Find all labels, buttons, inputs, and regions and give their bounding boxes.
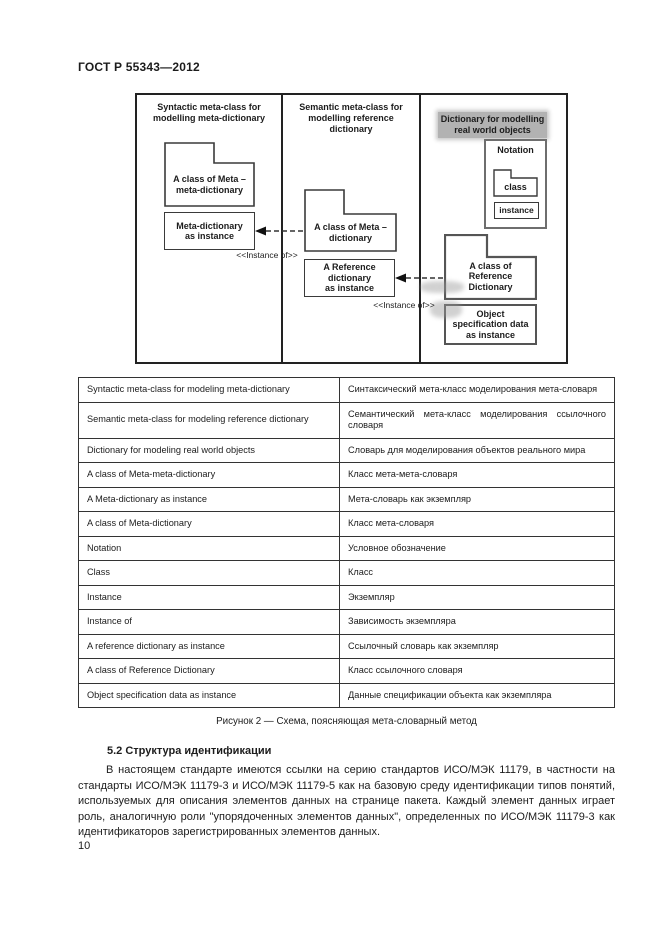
class-symbol-shape	[493, 169, 538, 197]
scan-artifact	[430, 301, 462, 318]
term-en-cell: Semantic meta-class for modeling referen…	[77, 401, 341, 439]
term-en-cell: A class of Meta-dictionary	[77, 511, 341, 537]
shaded-header-text: Dictionary for modelling real world obje…	[437, 112, 548, 138]
term-ru-cell: Класс мета-мета-словаря	[339, 462, 615, 488]
term-en-cell: Instance of	[77, 609, 341, 635]
doc-title: ГОСТ Р 55343—2012	[78, 60, 200, 74]
body-paragraph: В настоящем стандарте имеются ссылки на …	[78, 764, 615, 838]
class-symbol-shape	[304, 189, 397, 252]
terms-translation-table: Syntactic meta-class for modeling meta-d…	[77, 377, 615, 708]
figure-caption: Рисунок 2 — Схема, поясняющая мета-слова…	[216, 716, 477, 727]
meta-meta-class-node: A class of Meta – meta-dictionary	[164, 142, 255, 207]
term-ru-cell: Класс	[339, 560, 615, 586]
term-ru-cell: Семантический мета-класс моделирования с…	[339, 401, 615, 439]
instance-of-label: <<Instance of>>	[373, 300, 435, 310]
table-row: Syntactic meta-class for modeling meta-d…	[77, 377, 615, 403]
term-en-cell: A class of Reference Dictionary	[77, 658, 341, 684]
term-en-cell: Instance	[77, 584, 341, 610]
term-en-cell: A reference dictionary as instance	[77, 633, 341, 659]
syntactic-column-header: Syntactic meta-class for modelling meta-…	[152, 102, 266, 123]
term-en-cell: Dictionary for modeling real world objec…	[77, 437, 341, 463]
figure-diagram: Syntactic meta-class for modelling meta-…	[135, 93, 568, 364]
term-ru-cell: Ссылочный словарь как экземпляр	[339, 633, 615, 659]
term-ru-cell: Класс ссылочного словаря	[339, 658, 615, 684]
term-en-cell: Syntactic meta-class for modeling meta-d…	[77, 377, 341, 403]
table-row: Dictionary for modeling real world objec…	[77, 437, 615, 463]
term-en-cell: Notation	[77, 535, 341, 561]
notation-instance-box: instance	[494, 202, 539, 219]
meta-class-label: A class of Meta – dictionary	[314, 222, 387, 243]
term-ru-cell: Экземпляр	[339, 584, 615, 610]
meta-dictionary-instance-box: Meta-dictionary as instance	[164, 212, 255, 250]
term-ru-cell: Данные спецификации объекта как экземпля…	[339, 682, 615, 708]
term-en-cell: A class of Meta-meta-dictionary	[77, 462, 341, 488]
term-ru-cell: Зависимость экземпляра	[339, 609, 615, 635]
term-ru-cell: Синтаксический мета-класс моделирования …	[339, 377, 615, 403]
notation-legend-box: Notation class instance	[484, 139, 547, 229]
reference-class-node: A class of Reference Dictionary	[444, 234, 537, 300]
class-symbol-shape	[444, 234, 537, 300]
term-ru-cell: Словарь для моделирования объектов реаль…	[339, 437, 615, 463]
term-en-cell: Object specification data as instance	[77, 682, 341, 708]
term-ru-cell: Мета-словарь как экземпляр	[339, 486, 615, 512]
column-divider	[281, 95, 283, 362]
table-row: Semantic meta-class for modeling referen…	[77, 401, 615, 439]
instance-of-label: <<Instance of>>	[236, 250, 298, 260]
reference-dictionary-instance-box: A Reference dictionary as instance	[304, 259, 395, 297]
class-symbol-shape	[164, 142, 255, 207]
reference-class-label: A class of Reference Dictionary	[468, 260, 513, 292]
term-ru-cell: Условное обозначение	[339, 535, 615, 561]
meta-class-node: A class of Meta – dictionary	[304, 189, 397, 252]
notation-class-symbol: class	[493, 169, 538, 197]
notation-title: Notation	[497, 145, 534, 155]
section-heading: 5.2 Структура идентификации	[107, 745, 272, 757]
object-specification-box: Object specification data as instance	[444, 304, 537, 345]
scan-artifact	[420, 281, 464, 293]
semantic-column-header: Semantic meta-class for modelling refere…	[299, 102, 403, 134]
column-divider	[419, 95, 421, 362]
term-ru-cell: Класс мета-словаря	[339, 511, 615, 537]
page-number: 10	[78, 840, 91, 852]
term-en-cell: Class	[77, 560, 341, 586]
meta-meta-class-label: A class of Meta – meta-dictionary	[173, 174, 246, 195]
notation-class-label: class	[504, 181, 527, 192]
dictionary-column-header: Dictionary for modelling real world obje…	[421, 101, 564, 138]
term-en-cell: A Meta-dictionary as instance	[77, 486, 341, 512]
